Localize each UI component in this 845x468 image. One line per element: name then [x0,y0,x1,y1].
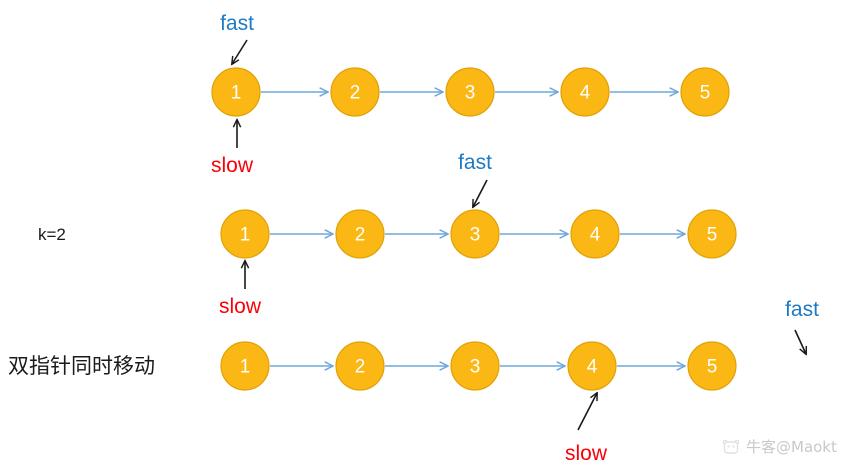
node-label: 4 [590,225,601,246]
node-circle[interactable] [680,67,730,117]
node-circle[interactable] [220,209,270,259]
linked-list-row: 1 2 3 4 5 fast slow [211,12,730,177]
node-label: 1 [240,357,251,378]
cow-eye-left-icon [727,445,730,448]
node-circle[interactable] [335,209,385,259]
cow-horns-icon [722,439,740,445]
node-circle[interactable] [445,67,495,117]
node-label: 3 [470,357,481,378]
niuke-cow-logo-icon [722,439,740,454]
pointer-arrow-fast [473,179,488,207]
node-circle[interactable] [560,67,610,117]
pointer-arrow-fast [794,329,806,354]
pointer-label-slow: slow [219,295,262,318]
pointer-slow: slow [219,261,262,318]
row-side-label: 双指针同时移动 [8,354,155,378]
watermark: 牛客@Maokt [722,438,837,456]
list-node[interactable]: 2 [335,209,385,259]
list-node[interactable]: 3 [450,209,500,259]
cow-head-icon [723,441,739,454]
list-node[interactable]: 4 [570,209,620,259]
list-node[interactable]: 3 [445,67,495,117]
node-label: 1 [240,225,251,246]
node-label: 5 [700,83,711,104]
node-circle[interactable] [450,341,500,391]
pointer-label-fast: fast [458,151,492,174]
node-circle[interactable] [687,341,737,391]
list-node[interactable]: 5 [687,209,737,259]
node-circle[interactable] [220,341,270,391]
node-circle[interactable] [330,67,380,117]
pointer-fast: fast [785,298,819,354]
node-circle[interactable] [450,209,500,259]
node-label: 4 [587,357,598,378]
list-node[interactable]: 2 [335,341,385,391]
pointer-arrow-fast [232,39,248,64]
cow-eye-right-icon [732,445,735,448]
node-circle[interactable] [335,341,385,391]
node-circle[interactable] [687,209,737,259]
node-circle[interactable] [570,209,620,259]
pointer-label-slow: slow [211,154,254,177]
pointer-slow: slow [565,393,608,465]
rows-layer: 1 2 3 4 5 fast slow k=2 1 2 3 4 5 fast slow 双指针同时移动 1 2 3 4… [8,12,819,465]
list-node[interactable]: 5 [687,341,737,391]
row-side-label: k=2 [38,225,66,244]
linked-list-row: 双指针同时移动 1 2 3 4 5 fast slow [8,298,819,465]
node-label: 5 [707,225,718,246]
node-label: 4 [580,83,591,104]
list-node[interactable]: 1 [220,341,270,391]
list-node[interactable]: 2 [330,67,380,117]
pointer-arrow-slow [577,393,597,431]
node-circle[interactable] [567,341,617,391]
node-label: 1 [231,83,242,104]
list-node[interactable]: 4 [567,341,617,391]
list-node[interactable]: 3 [450,341,500,391]
pointer-fast: fast [220,12,254,64]
list-node[interactable]: 1 [211,67,261,117]
pointer-label-fast: fast [785,298,819,321]
pointer-slow: slow [211,120,254,177]
list-node[interactable]: 4 [560,67,610,117]
node-label: 3 [465,83,476,104]
linked-list-row: k=2 1 2 3 4 5 fast slow [38,151,737,318]
list-node[interactable]: 5 [680,67,730,117]
node-label: 5 [707,357,718,378]
pointer-label-fast: fast [220,12,254,35]
node-circle[interactable] [211,67,261,117]
pointer-label-slow: slow [565,442,608,465]
node-label: 2 [355,225,366,246]
pointer-fast: fast [458,151,492,207]
node-label: 2 [355,357,366,378]
node-label: 2 [350,83,361,104]
list-node[interactable]: 1 [220,209,270,259]
node-label: 3 [470,225,481,246]
watermark-label: 牛客@Maokt [746,438,837,456]
